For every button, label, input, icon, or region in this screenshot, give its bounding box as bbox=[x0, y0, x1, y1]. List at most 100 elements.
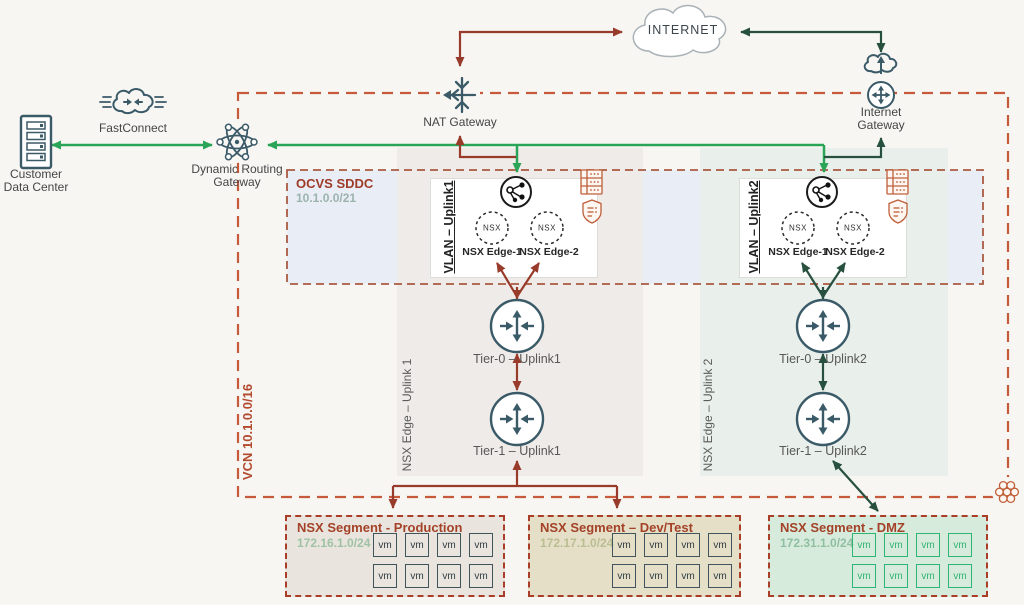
nsx-edge-uplink2-pod-label: NSX Edge – Uplink 2 bbox=[701, 358, 715, 472]
internet-gateway-icon bbox=[867, 81, 895, 109]
vm-box: vm bbox=[884, 564, 908, 588]
security-list-icon-left bbox=[582, 199, 602, 224]
nat-gateway-label: NAT Gateway bbox=[423, 115, 497, 129]
segment-production-title: NSX Segment - Production bbox=[297, 520, 463, 535]
internet-cloud-icon bbox=[632, 4, 727, 58]
segment-dmz-title: NSX Segment - DMZ bbox=[780, 520, 905, 535]
vm-box: vm bbox=[469, 564, 493, 588]
vm-box: vm bbox=[373, 564, 397, 588]
nsx-badge: NSX bbox=[844, 223, 862, 233]
tier1-uplink1-label: Tier-1 – Uplink1 bbox=[473, 444, 561, 458]
nsx-badge: NSX bbox=[789, 223, 807, 233]
vm-box: vm bbox=[884, 533, 908, 557]
vm-box: vm bbox=[676, 533, 700, 557]
vm-box: vm bbox=[948, 564, 972, 588]
vm-box: vm bbox=[852, 564, 876, 588]
green-connectors bbox=[51, 140, 829, 173]
vm-box: vm bbox=[373, 533, 397, 557]
customer-dc-line2: Data Center bbox=[3, 180, 69, 194]
segment-production-cidr: 172.16.1.0/24 bbox=[297, 536, 371, 550]
drg-icon bbox=[216, 121, 258, 163]
sddc-boundary bbox=[286, 169, 984, 285]
igw-line2: Gateway bbox=[857, 118, 905, 132]
vm-box: vm bbox=[612, 564, 636, 588]
connector-tier0-edge1-right bbox=[801, 262, 823, 296]
vm-box: vm bbox=[708, 564, 732, 588]
connector-tier0-edge1-left bbox=[496, 262, 517, 296]
vm-box: vm bbox=[708, 533, 732, 557]
vm-box: vm bbox=[948, 533, 972, 557]
internet-label: INTERNET bbox=[647, 23, 719, 37]
route-table-icon-left bbox=[580, 169, 603, 195]
vm-box: vm bbox=[644, 564, 668, 588]
segment-dmz-cidr: 172.31.1.0/24 bbox=[780, 536, 854, 550]
tier1-uplink2-label: Tier-1 – Uplink2 bbox=[779, 444, 867, 458]
connector-internet-igw bbox=[740, 27, 886, 53]
segment-devtest-cidr: 172.17.1.0/24 bbox=[540, 536, 614, 550]
security-list-icon-right bbox=[888, 199, 908, 224]
route-table-icon-right bbox=[886, 169, 909, 195]
maroon-connectors bbox=[388, 27, 623, 509]
nat-gateway-icon bbox=[440, 75, 480, 115]
vm-box: vm bbox=[469, 533, 493, 557]
fastconnect-icon bbox=[99, 88, 167, 115]
sddc-cidr: 10.1.0.0/21 bbox=[296, 191, 357, 205]
nsx-badge: NSX bbox=[538, 223, 556, 233]
nsx-edge1-label-left: NSX Edge-1 bbox=[462, 246, 522, 258]
nsx-edge2-label-left: NSX Edge-2 bbox=[519, 246, 579, 258]
customer-dc-label: Customer Data Center bbox=[4, 168, 69, 194]
cluster-icon bbox=[992, 477, 1022, 507]
connector-vlan2-igw bbox=[824, 137, 886, 159]
connector-tier0-edge2-left bbox=[517, 262, 540, 296]
connector-tier1-dmz bbox=[832, 460, 879, 512]
tier0-uplink2-label: Tier-0 – Uplink2 bbox=[779, 352, 867, 366]
vlan-uplink2-label: VLAN – Uplink2 bbox=[747, 180, 761, 274]
drg-label: Dynamic Routing Gateway bbox=[191, 163, 282, 189]
vlan-uplink1-label: VLAN – Uplink1 bbox=[442, 180, 456, 274]
vm-box: vm bbox=[916, 564, 940, 588]
vcn-label: VCN 10.1.0.0/16 bbox=[239, 383, 255, 481]
internet-gateway-label: Internet Gateway bbox=[857, 106, 904, 132]
nsx-edge2-label-right: NSX Edge-2 bbox=[825, 246, 885, 258]
segment-devtest-title: NSX Segment – Dev/Test bbox=[540, 520, 693, 535]
nsx-edge1-label-right: NSX Edge-1 bbox=[768, 246, 828, 258]
vlan1-switch-icon bbox=[500, 176, 532, 208]
sddc-title: OCVS SDDC bbox=[296, 176, 374, 191]
tier1-uplink2-icon bbox=[795, 391, 851, 447]
customer-dc-line1: Customer bbox=[9, 167, 63, 181]
darkgreen-connectors bbox=[740, 27, 886, 512]
vm-box: vm bbox=[437, 533, 461, 557]
customer-datacenter-icon bbox=[19, 114, 53, 170]
nsx-badge: NSX bbox=[483, 223, 501, 233]
tier0-uplink2-icon bbox=[795, 298, 851, 354]
vlan2-switch-icon bbox=[806, 176, 838, 208]
drg-line2: Gateway bbox=[213, 175, 261, 189]
nsx-edge-uplink1-pod-label: NSX Edge – Uplink 1 bbox=[400, 358, 414, 472]
vcn-boundary bbox=[236, 91, 1010, 499]
connector-vlan1-nat bbox=[455, 135, 516, 159]
tier0-uplink1-label: Tier-0 – Uplink1 bbox=[473, 352, 561, 366]
vm-box: vm bbox=[644, 533, 668, 557]
internet-gateway-cloud-icon bbox=[863, 52, 898, 74]
vm-box: vm bbox=[405, 533, 429, 557]
segment-production: NSX Segment - Production 172.16.1.0/24 v… bbox=[285, 515, 505, 597]
vm-box: vm bbox=[612, 533, 636, 557]
vm-box: vm bbox=[405, 564, 429, 588]
vm-box: vm bbox=[916, 533, 940, 557]
vm-box: vm bbox=[676, 564, 700, 588]
tier1-uplink1-icon bbox=[489, 391, 545, 447]
fastconnect-label: FastConnect bbox=[98, 121, 168, 135]
igw-line1: Internet bbox=[860, 105, 902, 119]
connector-tier0-edge2-right bbox=[823, 262, 846, 296]
tier0-uplink1-icon bbox=[489, 298, 545, 354]
vm-box: vm bbox=[852, 533, 876, 557]
vm-box: vm bbox=[437, 564, 461, 588]
drg-line1: Dynamic Routing bbox=[191, 162, 283, 176]
